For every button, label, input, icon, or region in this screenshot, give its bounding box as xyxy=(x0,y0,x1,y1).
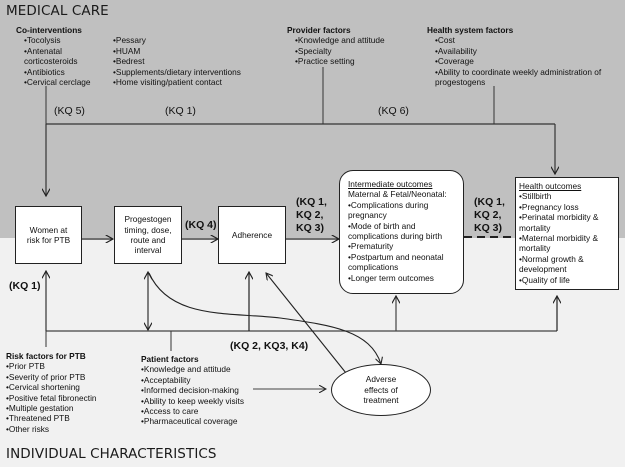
kq1-left-label: (KQ 1) xyxy=(9,280,41,292)
provider-factor-item: •Practice setting xyxy=(295,56,355,67)
health-outcome-item: •Maternal morbidity & xyxy=(519,233,598,244)
co-intervention-item: •Tocolysis xyxy=(24,35,61,46)
kq1-top-label: (KQ 1) xyxy=(165,105,196,117)
progestogen-box: Progestogen timing, dose, route and inte… xyxy=(114,206,182,264)
health-outcome-item: •Quality of life xyxy=(519,274,570,285)
intermediate-outcome-item: •Postpartum and neonatal xyxy=(348,251,444,262)
health-outcomes-box: Health outcomes •Stillbirth •Pregnancy l… xyxy=(515,177,619,290)
kq6-label: (KQ 6) xyxy=(378,105,409,117)
intermediate-outcome-item: •Complications during xyxy=(348,199,429,210)
patient-factor-item: •Acceptability xyxy=(141,374,191,385)
health-outcome-item: •Pregnancy loss xyxy=(519,201,579,212)
provider-factor-item: •Specialty xyxy=(295,45,332,56)
medical-care-title: MEDICAL CARE xyxy=(6,3,109,19)
patient-factor-item: •Knowledge and attitude xyxy=(141,364,231,375)
co-intervention-item: •Supplements/dietary interventions xyxy=(113,66,241,77)
intermediate-outcome-item: •Mode of birth and xyxy=(348,220,416,231)
patient-factor-item: •Ability to keep weekly visits xyxy=(141,395,244,406)
health-outcome-item: development xyxy=(519,264,567,275)
intermediate-outcome-item: •Prematurity xyxy=(348,241,394,252)
patient-factors-heading: Patient factors xyxy=(141,354,199,364)
risk-factor-item: •Cervical shortening xyxy=(6,382,80,393)
intermediate-outcomes-subheading: Maternal & Fetal/Neonatal: xyxy=(348,189,447,200)
intermediate-outcome-item: pregnancy xyxy=(348,210,387,221)
co-intervention-item: •HUAM xyxy=(113,45,141,56)
co-intervention-item: •Pessary xyxy=(113,35,146,46)
individual-characteristics-title: INDIVIDUAL CHARACTERISTICS xyxy=(6,446,217,462)
risk-factor-item: •Other risks xyxy=(6,423,50,434)
intermediate-outcome-item: •Longer term outcomes xyxy=(348,272,434,283)
co-interventions-col2: •Pessary •HUAM •Bedrest •Supplements/die… xyxy=(113,35,241,87)
kq123-label-b: (KQ 1, KQ 2, KQ 3) xyxy=(474,196,505,234)
risk-factor-item: •Threatened PTB xyxy=(6,413,70,424)
health-system-factor-item: •Ability to coordinate weekly administra… xyxy=(435,66,602,77)
health-system-factors-heading: Health system factors xyxy=(427,25,514,35)
kq5-label: (KQ 5) xyxy=(54,105,85,117)
intermediate-outcomes-box: Intermediate outcomes Maternal & Fetal/N… xyxy=(339,170,464,294)
risk-factor-item: •Positive fetal fibronectin xyxy=(6,392,97,403)
co-intervention-item: corticosteroids xyxy=(24,56,78,67)
health-system-factor-item: •Availability xyxy=(435,45,477,56)
patient-factor-item: •Informed decision-making xyxy=(141,385,239,396)
risk-factors-group: Risk factors for PTB •Prior PTB •Severit… xyxy=(6,351,97,434)
intermediate-outcomes-heading: Intermediate outcomes xyxy=(348,179,433,189)
co-intervention-item: •Cervical cerclage xyxy=(24,77,91,88)
provider-factors-group: Provider factors •Knowledge and attitude… xyxy=(287,25,385,67)
health-system-factor-item: •Cost xyxy=(435,35,455,46)
health-outcome-item: mortality xyxy=(519,222,551,233)
adherence-box: Adherence xyxy=(218,206,286,264)
health-outcome-item: mortality xyxy=(519,243,551,254)
intermediate-outcome-item: complications xyxy=(348,262,399,273)
provider-factors-heading: Provider factors xyxy=(287,25,351,35)
co-intervention-item: •Home visiting/patient contact xyxy=(113,77,222,88)
adverse-effects-ellipse: Adverse effects of treatment xyxy=(331,364,431,416)
co-intervention-item: •Antibiotics xyxy=(24,66,65,77)
co-interventions-heading: Co-interventions xyxy=(16,25,82,35)
health-outcome-item: •Normal growth & xyxy=(519,253,584,264)
co-intervention-item: •Antenatal xyxy=(24,45,62,56)
health-system-factor-item: progestogens xyxy=(435,77,486,88)
kq123-label-a: (KQ 1, KQ 2, KQ 3) xyxy=(296,196,327,234)
provider-factor-item: •Knowledge and attitude xyxy=(295,35,385,46)
patient-factors-group: Patient factors •Knowledge and attitude … xyxy=(141,354,244,427)
health-system-factor-item: •Coverage xyxy=(435,56,474,67)
kq4-label: (KQ 4) xyxy=(185,219,217,231)
risk-factors-heading: Risk factors for PTB xyxy=(6,351,86,361)
risk-factor-item: •Multiple gestation xyxy=(6,403,74,414)
patient-factor-item: •Access to care xyxy=(141,406,199,417)
health-outcome-item: •Stillbirth xyxy=(519,191,552,202)
kq234-label: (KQ 2, KQ3, K4) xyxy=(230,340,309,352)
intermediate-outcome-item: complications during birth xyxy=(348,231,443,242)
health-outcomes-heading: Health outcomes xyxy=(519,181,582,191)
health-outcome-item: •Perinatal morbidity & xyxy=(519,212,599,223)
risk-factor-item: •Prior PTB xyxy=(6,361,45,372)
co-intervention-item: •Bedrest xyxy=(113,56,145,67)
women-at-risk-box: Women at risk for PTB xyxy=(15,206,82,264)
co-interventions-group: Co-interventions •Tocolysis •Antenatal c… xyxy=(16,25,91,87)
patient-factor-item: •Pharmaceutical coverage xyxy=(141,416,238,427)
risk-factor-item: •Severity of prior PTB xyxy=(6,371,86,382)
health-system-factors-group: Health system factors •Cost •Availabilit… xyxy=(427,25,601,87)
